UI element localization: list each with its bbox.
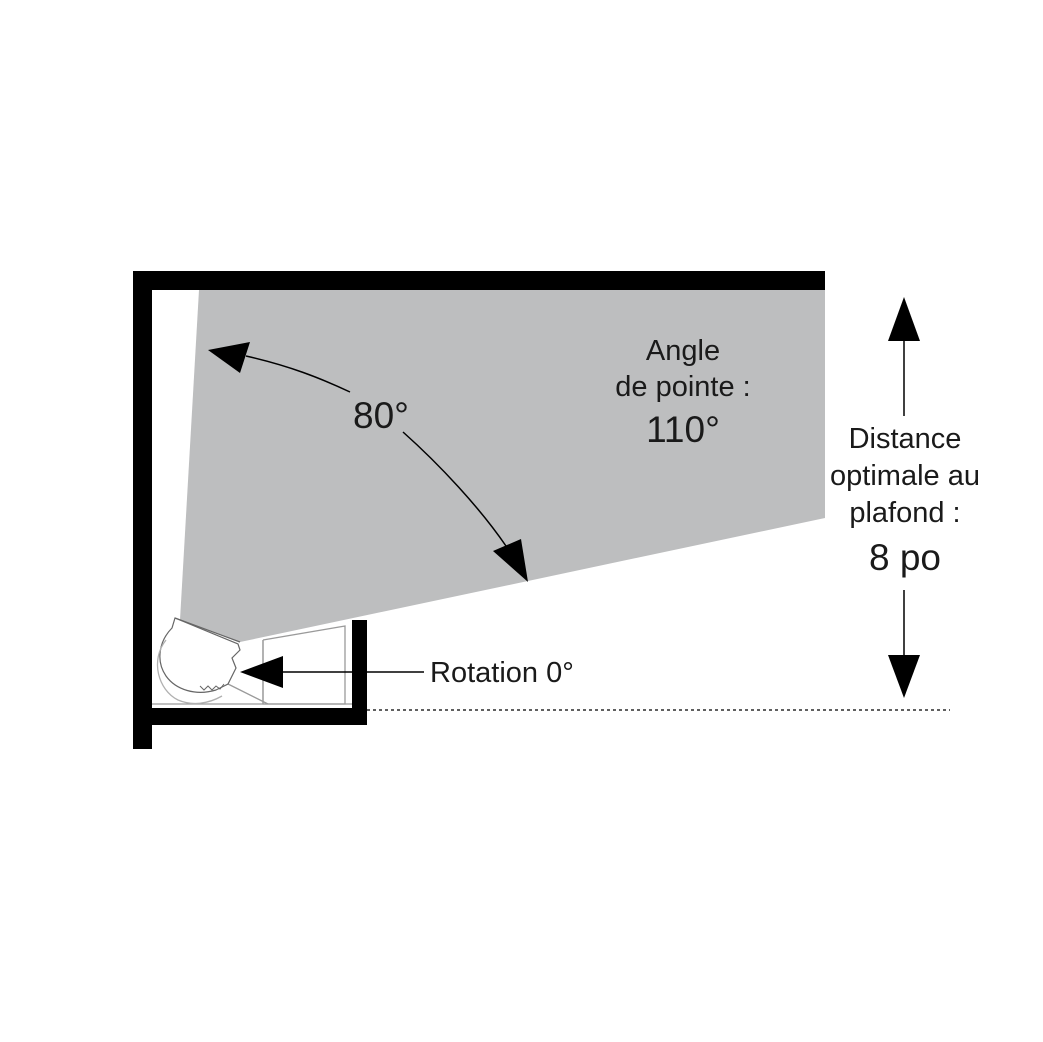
beam-angle-value: 110° [646,409,720,450]
tilt-arc-upper [245,355,351,393]
tilt-arrowhead-left [208,342,250,373]
light-fixture-icon [152,617,352,705]
tilt-arrowhead-right [493,539,528,582]
light-beam [180,290,825,642]
distance-line3: plafond : [849,497,960,529]
distance-arrowhead-up [888,297,920,341]
beam-angle-line2: de pointe : [615,371,750,403]
distance-line1: Distance [849,423,962,455]
beam-angle-line1: Angle [646,335,720,367]
distance-arrowhead-down [888,655,920,698]
distance-line2: optimale au [830,460,980,492]
distance-value: 8 po [869,537,941,578]
cove-bottom [152,708,367,725]
left-wall [133,271,152,749]
rotation-arrowhead [240,656,283,688]
rotation-label: Rotation 0° [430,657,574,689]
ceiling-wall [133,271,825,290]
tilt-arc-lower [402,431,507,547]
tilt-angle-label: 80° [353,395,409,436]
